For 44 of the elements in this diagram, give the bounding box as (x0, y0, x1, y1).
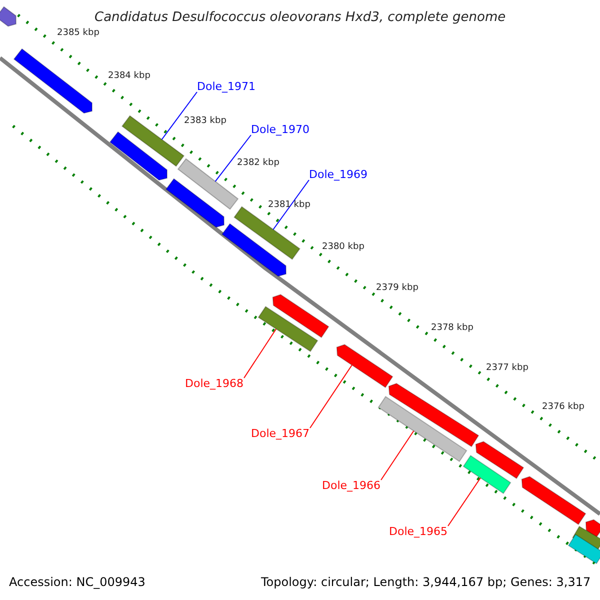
gene-bar (388, 382, 480, 448)
tick-label: 2377 kbp (486, 364, 528, 373)
tick-label: 2384 kbp (108, 72, 150, 81)
tick-label: 2381 kbp (268, 201, 310, 210)
tick-label: 2382 kbp (237, 159, 280, 168)
gene-bar (177, 158, 239, 210)
gene-bar (585, 519, 600, 538)
gene-label: Dole_1968 (185, 378, 244, 389)
gene-label: Dole_1967 (251, 428, 310, 439)
tick-label: 2380 kbp (322, 243, 364, 252)
gene-bar (475, 441, 524, 480)
gene-label: Dole_1965 (389, 526, 448, 537)
gene-bar (165, 178, 224, 228)
leader-line (448, 477, 481, 526)
leader-line (214, 134, 252, 182)
gene-label: Dole_1966 (322, 480, 381, 491)
tick-label: 2379 kbp (376, 284, 418, 293)
gene-bar (336, 344, 394, 388)
gene-bar (378, 396, 468, 462)
gene-bar (221, 223, 286, 277)
gene-label: Dole_1970 (251, 124, 310, 135)
accession-text: Accession: NC_009943 (9, 576, 146, 588)
leader-line (310, 364, 352, 428)
genome-info-text: Topology: circular; Length: 3,944,167 bp; Genes: 3,317 (261, 576, 591, 588)
gene-bar (568, 534, 600, 564)
tick-label: 2376 kbp (542, 403, 584, 412)
tick-label: 2383 kbp (184, 117, 226, 126)
title: Candidatus Desulfococcus oleovorans Hxd3, complete genome (94, 11, 506, 24)
leader-line (272, 180, 310, 230)
leader-line (244, 328, 277, 378)
leader-line (380, 430, 414, 480)
gene-bar (13, 48, 92, 114)
gene-bar (0, 6, 16, 27)
gene-bar (109, 131, 168, 181)
tick-label: 2385 kbp (57, 29, 100, 38)
gene-bar (462, 454, 512, 494)
gene-bar (521, 476, 586, 526)
tick-label: 2378 kbp (431, 324, 474, 333)
gene-label: Dole_1971 (197, 81, 256, 92)
leader-line (161, 92, 198, 140)
gene-bar (121, 115, 185, 167)
gene-label: Dole_1969 (309, 169, 368, 180)
gene-bar (272, 294, 330, 338)
gene-bar (258, 306, 318, 352)
